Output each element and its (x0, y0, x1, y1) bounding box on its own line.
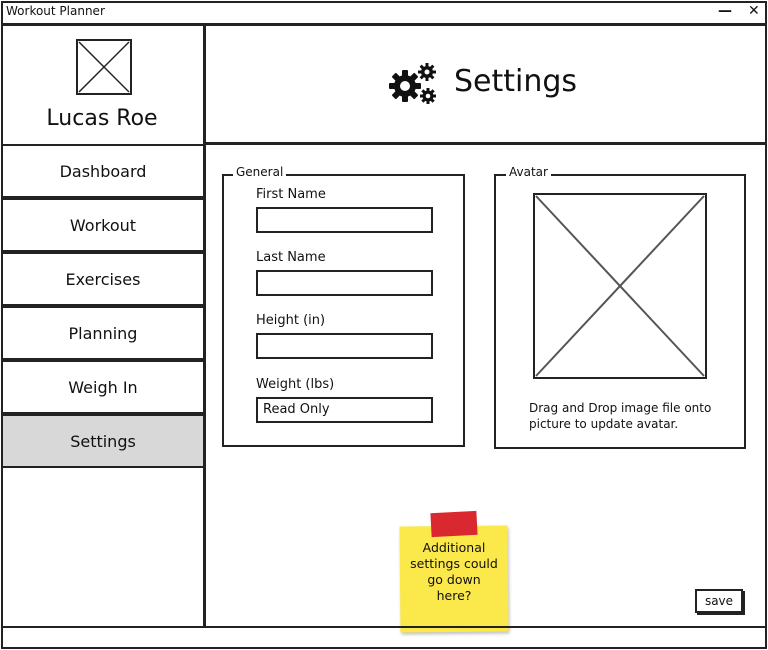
tape-icon (430, 510, 478, 538)
image-placeholder-icon (533, 193, 707, 379)
nav-exercises[interactable]: Exercises (1, 252, 205, 306)
user-name: Lucas Roe (46, 106, 158, 131)
nav-label: Planning (68, 323, 138, 343)
page-title: Settings (454, 64, 578, 99)
nav-label: Weigh In (68, 377, 138, 397)
gears-icon (388, 60, 438, 106)
avatar-drop-zone[interactable] (533, 193, 707, 379)
nav-workout[interactable]: Workout (1, 198, 205, 252)
nav-label: Dashboard (59, 161, 147, 181)
weight-label: Weight (lbs) (256, 377, 335, 392)
first-name-field[interactable] (256, 207, 433, 233)
general-fieldset (222, 174, 465, 447)
sticky-note-text: Additional settings could go down here? (410, 540, 498, 603)
avatar-fieldset (494, 174, 746, 449)
image-placeholder-icon (76, 39, 132, 95)
minimize-icon[interactable]: — (718, 3, 732, 19)
avatar-legend: Avatar (506, 165, 551, 179)
nav-settings[interactable]: Settings (1, 414, 205, 468)
save-button-label: save (704, 594, 734, 608)
nav-weigh-in[interactable]: Weigh In (1, 360, 205, 414)
save-button[interactable]: save (695, 589, 743, 613)
last-name-label: Last Name (256, 250, 326, 265)
weight-field: Read Only (256, 397, 433, 423)
window-title: Workout Planner (6, 4, 105, 18)
status-bar (1, 626, 767, 649)
height-label: Height (in) (256, 313, 326, 328)
height-field[interactable] (256, 333, 433, 359)
close-icon[interactable]: ✕ (748, 3, 760, 19)
first-name-label: First Name (256, 187, 326, 202)
nav-label: Workout (69, 215, 137, 235)
general-legend: General (233, 165, 287, 179)
nav-dashboard[interactable]: Dashboard (1, 144, 205, 198)
nav-label: Settings (70, 431, 136, 451)
nav-planning[interactable]: Planning (1, 306, 205, 360)
title-bar (1, 1, 767, 25)
last-name-field[interactable] (256, 270, 433, 296)
nav-label: Exercises (65, 269, 141, 289)
avatar-hint: Drag and Drop image file onto picture to… (529, 401, 712, 431)
